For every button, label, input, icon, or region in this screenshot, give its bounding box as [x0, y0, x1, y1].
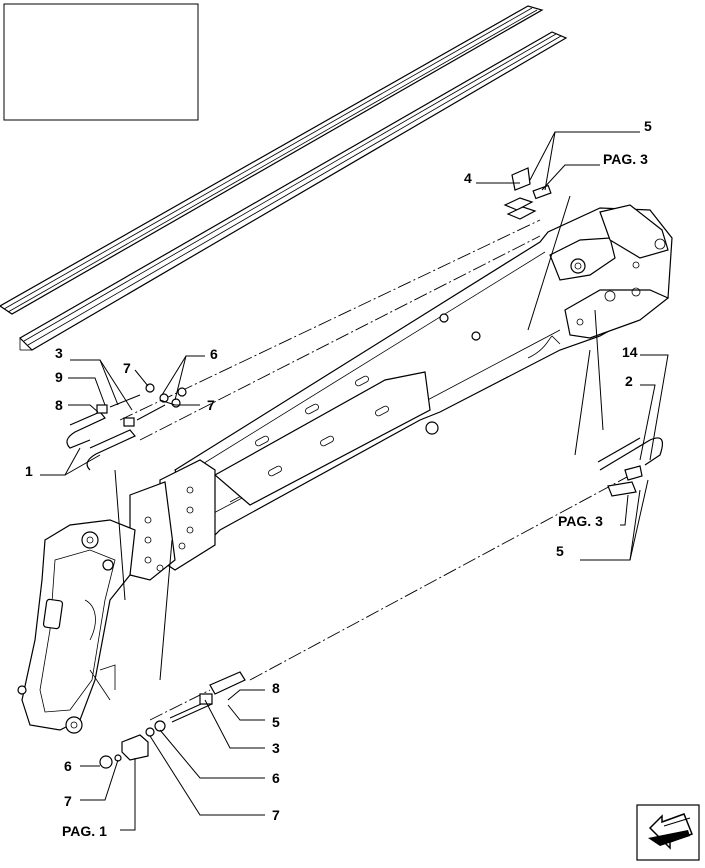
callout-7-bottom-right: 7	[272, 807, 280, 823]
callout-14: 14	[622, 344, 638, 360]
boom-slots	[255, 375, 389, 477]
callout-8-left: 8	[55, 397, 63, 413]
left-chain-parts	[66, 383, 187, 471]
boom-assembly	[129, 204, 673, 581]
bottom-parts	[99, 671, 246, 769]
callout-1: 1	[25, 463, 33, 479]
callout-5-right: 5	[556, 543, 564, 559]
callout-7-bottom-left: 7	[64, 793, 72, 809]
center-lines	[119, 219, 641, 721]
title-box	[3, 3, 199, 121]
callout-7-left-top: 7	[123, 360, 131, 376]
callout-3-left: 3	[55, 345, 63, 361]
callout-6-bottom-left: 6	[64, 758, 72, 774]
callout-6-bottom-right: 6	[272, 770, 280, 786]
callout-5-top: 5	[644, 118, 652, 134]
upper-rail	[0, 5, 544, 315]
right-chain-parts	[597, 437, 663, 497]
next-page-arrow-icon[interactable]	[636, 804, 700, 861]
lower-arm	[17, 519, 136, 734]
side-plate-holes	[144, 486, 194, 572]
callout-9: 9	[55, 369, 63, 385]
callout-pag3-right: PAG. 3	[558, 513, 603, 529]
callout-2: 2	[625, 373, 633, 389]
callout-5-bottom: 5	[272, 714, 280, 730]
callout-labels: 5 PAG. 3 4 3 7 6 9 8 7 1 14 2 PAG. 3 5 8…	[25, 118, 652, 839]
lower-rail	[19, 31, 568, 351]
leader-lines	[40, 131, 669, 831]
callout-7-left-mid: 7	[207, 397, 215, 413]
callout-3-bottom: 3	[272, 740, 280, 756]
top-chain-parts	[503, 167, 552, 220]
callout-4: 4	[464, 170, 472, 186]
callout-pag3-top: PAG. 3	[603, 151, 648, 167]
callout-pag1: PAG. 1	[62, 823, 107, 839]
callout-8-bottom: 8	[272, 680, 280, 696]
callout-6-left-top: 6	[210, 346, 218, 362]
